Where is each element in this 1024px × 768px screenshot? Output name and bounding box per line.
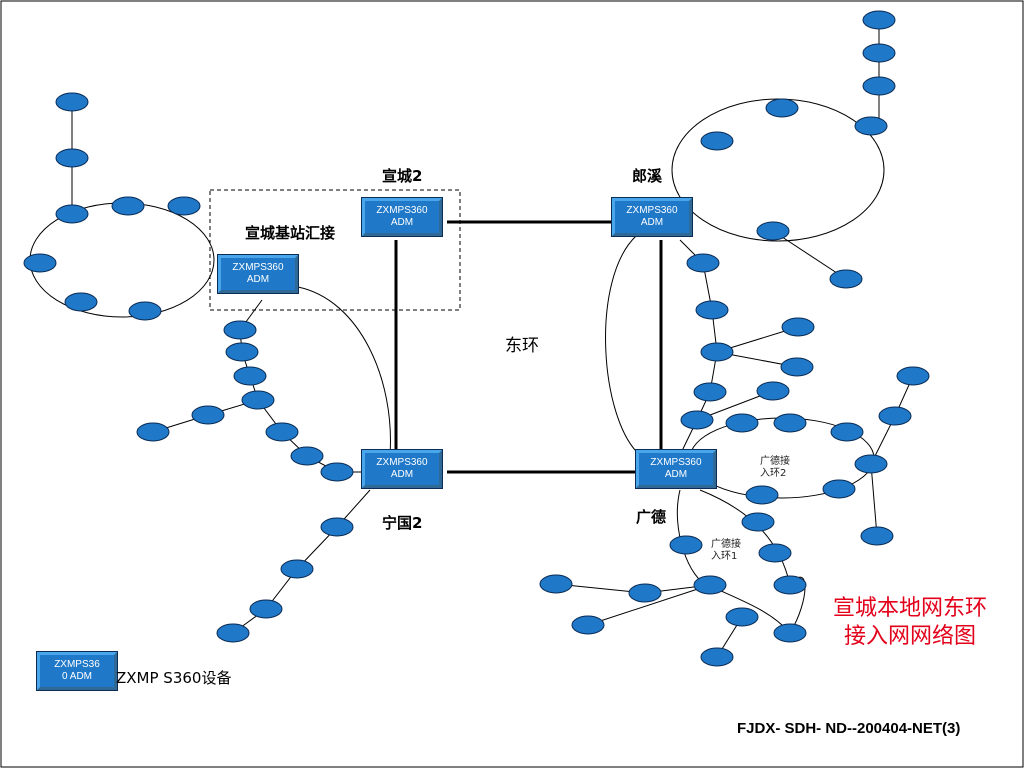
access-node <box>225 342 259 362</box>
adm-hub: ZXMPS360 ADM <box>217 254 299 294</box>
access-node <box>896 366 930 386</box>
access-node <box>23 253 57 273</box>
access-node <box>862 43 896 63</box>
adm-label-2: ADM <box>640 217 664 228</box>
legend-box-label-1: ZXMPS36 <box>54 659 100 670</box>
ring-label: 东环 <box>505 336 539 356</box>
access-node <box>55 204 89 224</box>
access-node <box>241 390 275 410</box>
access-node <box>756 381 790 401</box>
access-node <box>829 269 863 289</box>
access-node <box>111 196 145 216</box>
left-ring <box>29 202 215 318</box>
adm-label-1: ZXMPS360 <box>376 205 428 216</box>
access-node <box>167 196 201 216</box>
access-node <box>781 317 815 337</box>
site-label-xuancheng2: 宣城2 <box>382 167 423 185</box>
access-node <box>695 300 729 320</box>
access-node <box>55 92 89 112</box>
legend-text: ZXMP S360设备 <box>116 669 232 687</box>
adm-xuancheng2: ZXMPS360 ADM <box>361 197 443 237</box>
access-node <box>822 479 856 499</box>
adm-langxi: ZXMPS360 ADM <box>611 197 693 237</box>
access-node <box>725 607 759 627</box>
hub-dashed-box <box>209 189 461 311</box>
site-label-langxi: 郎溪 <box>632 167 663 185</box>
access-node <box>128 301 162 321</box>
access-node <box>862 76 896 96</box>
access-node <box>571 615 605 635</box>
access-node <box>780 357 814 377</box>
adm-guangde: ZXMPS360 ADM <box>635 449 717 489</box>
access-node <box>878 406 912 426</box>
access-node <box>854 116 888 136</box>
access-node <box>773 413 807 433</box>
adm-label-1: ZXMPS360 <box>650 457 702 468</box>
access-node <box>773 623 807 643</box>
document-code: FJDX- SDH- ND--200404-NET(3) <box>737 720 961 737</box>
access-node <box>265 422 299 442</box>
adm-label-2: ADM <box>246 274 270 285</box>
access-node <box>745 485 779 505</box>
diagram-title: 宣城本地网东环 接入网网络图 <box>832 596 987 649</box>
adm-label-1: ZXMPS360 <box>376 457 428 468</box>
access-node <box>700 647 734 667</box>
access-node <box>290 446 324 466</box>
access-node <box>693 575 727 595</box>
access-node <box>539 574 573 594</box>
access-node <box>854 454 888 474</box>
access-node <box>55 148 89 168</box>
langxi-ring <box>671 98 885 242</box>
access-node <box>700 342 734 362</box>
access-node <box>216 623 250 643</box>
access-node <box>862 10 896 30</box>
access-node <box>669 535 703 555</box>
site-label-ningguo2: 宁国2 <box>382 514 423 532</box>
access-node <box>320 517 354 537</box>
access-ring-1-label: 广德接 入环1 <box>711 539 741 562</box>
access-node <box>320 462 354 482</box>
adm-label-2: ADM <box>390 469 414 480</box>
access-node <box>136 422 170 442</box>
access-node <box>773 575 807 595</box>
access-ring-2-label: 广德接 入环2 <box>760 456 790 479</box>
adm-label-2: ADM <box>390 217 414 228</box>
site-label-hub: 宣城基站汇接 <box>245 224 336 242</box>
access-node <box>233 366 267 386</box>
east-ring <box>394 220 663 474</box>
access-node <box>223 320 257 340</box>
access-node <box>628 583 662 603</box>
access-node <box>741 512 775 532</box>
adm-label-1: ZXMPS360 <box>232 262 284 273</box>
access-node <box>280 559 314 579</box>
access-node <box>686 253 720 273</box>
access-node <box>725 413 759 433</box>
access-node <box>680 410 714 430</box>
access-node <box>700 131 734 151</box>
access-node <box>765 98 799 118</box>
access-node <box>756 221 790 241</box>
adm-ningguo2: ZXMPS360 ADM <box>361 449 443 489</box>
access-node <box>64 292 98 312</box>
adm-label-1: ZXMPS360 <box>626 205 678 216</box>
site-label-guangde: 广德 <box>636 508 667 526</box>
access-node <box>758 543 792 563</box>
access-nodes <box>23 10 930 667</box>
access-node <box>860 526 894 546</box>
adm-label-2: ADM <box>664 469 688 480</box>
access-node <box>191 405 225 425</box>
access-node <box>693 382 727 402</box>
access-node <box>830 422 864 442</box>
access-node <box>249 599 283 619</box>
legend-device-box: ZXMPS36 0 ADM <box>36 651 118 691</box>
legend-box-label-2: 0 ADM <box>61 671 92 682</box>
